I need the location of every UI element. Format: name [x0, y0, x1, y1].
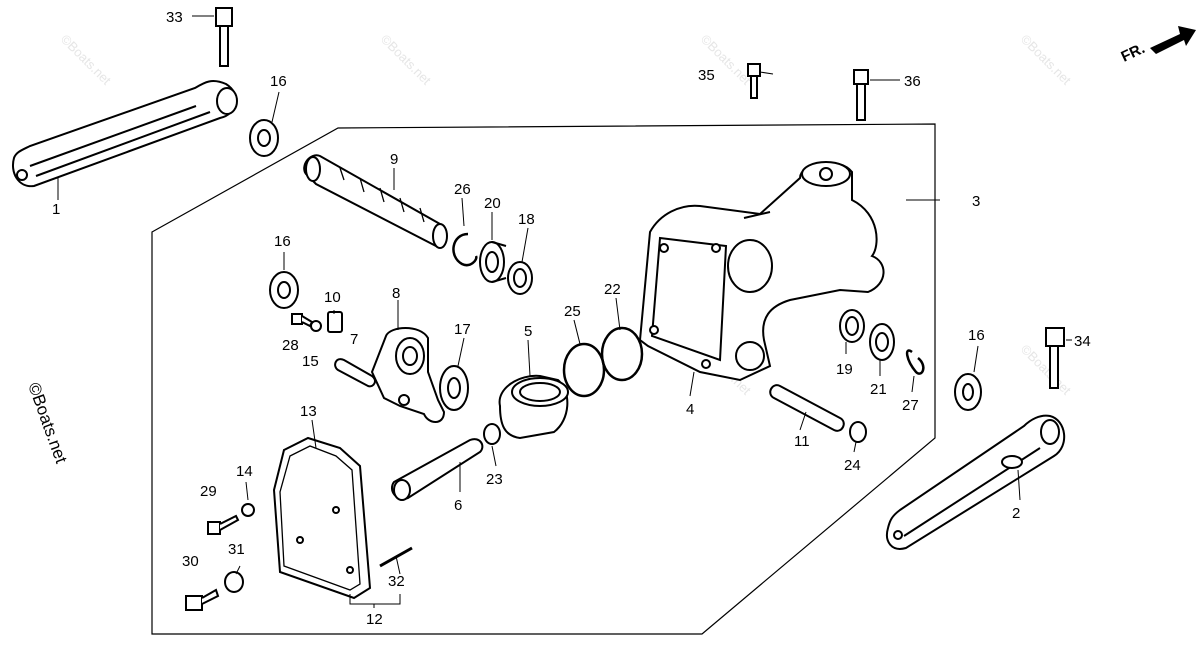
leader-lines: [57, 15, 1072, 608]
cover-part-12: [272, 436, 372, 600]
callout-22: 21: [870, 381, 887, 398]
washer-part-18: [439, 365, 469, 411]
oring-part-24: [483, 423, 501, 445]
pin-part-7: [334, 358, 376, 388]
bolt-part-31: [185, 588, 220, 611]
bolt-part-36: [853, 69, 869, 121]
callout-21: 20: [484, 195, 501, 212]
callout-20: 19: [836, 361, 853, 378]
callout-2: 2: [1012, 505, 1020, 522]
callout-9: 9: [390, 151, 398, 168]
bearing-part-21: [479, 241, 507, 283]
callout-16: 16: [270, 73, 287, 90]
pin-part-6: [390, 438, 484, 501]
callout-29: 28: [282, 337, 299, 354]
watermark: ©Boats.net: [1018, 342, 1074, 398]
pin-part-11: [769, 384, 845, 432]
bolt-part-30: [207, 514, 240, 535]
ring-part-23: [600, 326, 644, 382]
bolt-part-29: [291, 313, 314, 328]
watermark: ©Boats.net: [378, 32, 434, 88]
callout-13: 13: [300, 403, 317, 420]
callout-17: 16: [274, 233, 291, 250]
washer-part-16: [249, 119, 279, 157]
callout-31: 30: [182, 553, 199, 570]
callout-18: 17: [454, 321, 471, 338]
washer-part-17: [269, 271, 299, 309]
callout-4: 4: [686, 401, 694, 418]
callout-33: 32: [388, 573, 405, 590]
callout-27: 26: [454, 181, 471, 198]
washer-part-32: [224, 571, 244, 593]
callout-23: 22: [604, 281, 621, 298]
front-direction-indicator: FR.: [1119, 26, 1196, 66]
seal-part-20: [839, 309, 865, 343]
callout-35: 35: [698, 67, 715, 84]
washer-part-14: [241, 503, 255, 517]
bolt-part-34: [1045, 327, 1065, 389]
arm-part-1: [12, 80, 238, 188]
callout-6: 6: [454, 497, 462, 514]
callout-34: 34: [1074, 333, 1091, 350]
bolt-part-35: [747, 63, 761, 99]
callout-36: 36: [904, 73, 921, 90]
ring-part-26: [562, 342, 606, 398]
washer-part-25: [849, 421, 867, 443]
callout-25: 24: [844, 457, 861, 474]
direction-arrow-icon: [1150, 26, 1196, 54]
washer-part-16: [954, 373, 982, 411]
watermark: ©Boats.net: [58, 32, 114, 88]
housing-part-4: [638, 161, 885, 382]
callout-19: 18: [518, 211, 535, 228]
callout-30: 29: [200, 483, 217, 500]
watermark: ©Boats.net: [1018, 32, 1074, 88]
callout-28: 27: [902, 397, 919, 414]
callout-32: 31: [228, 541, 245, 558]
callout-14: 14: [236, 463, 253, 480]
callout-8: 8: [392, 285, 400, 302]
callout-24: 23: [486, 471, 503, 488]
callout-26: 25: [564, 303, 581, 320]
callout-7: 7: [350, 331, 358, 348]
arm-part-2: [886, 414, 1065, 550]
callout-34: 33: [166, 9, 183, 26]
bolt-part-34: [215, 7, 233, 67]
callout-10: 10: [324, 289, 341, 306]
callout-12: 12: [366, 611, 383, 628]
callout-3: 3: [972, 193, 980, 210]
circlip-part-28: [905, 349, 925, 375]
bearing-part-22: [869, 323, 895, 361]
washer-part-15: [310, 320, 322, 332]
plate-part-10: [327, 311, 343, 333]
callout-11: 11: [794, 433, 810, 450]
callout-5: 5: [524, 323, 532, 340]
assembly-boundary: [151, 123, 936, 635]
piston-part-5: [498, 374, 569, 440]
circlip-part-27: [452, 232, 478, 267]
callout-15: 15: [302, 353, 319, 370]
callout-1: 1: [52, 201, 60, 218]
lever-part-8: [370, 327, 446, 423]
washer-part-19: [507, 261, 533, 295]
callout-labels: 33 1 16 9 26 20 18 16 10 8 28 15 7 17 5 …: [52, 9, 1091, 628]
shaft-part-9: [303, 154, 448, 249]
direction-label: FR.: [1119, 40, 1148, 66]
callout-16: 16: [968, 327, 985, 344]
